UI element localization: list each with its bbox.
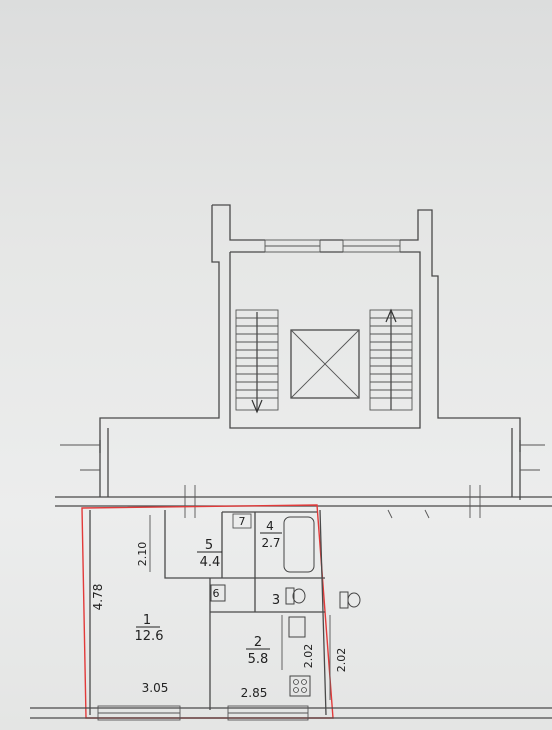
room-1-label: 1 12.6 — [135, 613, 164, 644]
room-5-label: 5 4.4 — [197, 538, 222, 570]
svg-text:2: 2 — [254, 635, 262, 650]
room-4-label: 4 2.7 — [260, 519, 282, 550]
stair-flight-right — [369, 308, 413, 411]
bathtub-icon — [283, 516, 315, 573]
stair-arrow-up-icon — [385, 308, 397, 323]
dimension-hall-height: 2.10 — [136, 542, 149, 567]
sink-icon — [210, 584, 226, 602]
corridor-edge — [60, 444, 545, 471]
svg-text:1: 1 — [143, 613, 151, 628]
dimension-room1-width: 3.05 — [142, 681, 169, 695]
room7-fixture — [232, 513, 252, 529]
dimension-kitchen-inner: 2.02 — [302, 644, 315, 669]
svg-text:5: 5 — [205, 538, 213, 553]
apartment: 1 12.6 2 5.8 3 4 2.7 5 4.4 6 7 4.78 — [30, 504, 552, 721]
stairwell-outer-wall — [99, 204, 521, 453]
elevator-shaft-icon — [290, 329, 360, 399]
dimension-lines — [149, 515, 331, 700]
svg-text:4: 4 — [266, 519, 274, 533]
kitchen-sink-icon — [288, 616, 306, 638]
toilet-icon — [285, 587, 306, 605]
dimension-kitchen-outer: 2.02 — [335, 648, 348, 673]
room-2-label: 2 5.8 — [246, 635, 270, 667]
svg-text:4.4: 4.4 — [200, 555, 221, 570]
svg-text:2.7: 2.7 — [261, 536, 280, 550]
svg-text:3: 3 — [272, 593, 280, 608]
dimension-left-height: 4.78 — [91, 584, 105, 611]
stairwell-window — [264, 239, 401, 253]
stove-icon — [289, 675, 311, 697]
apartment-window — [30, 705, 552, 721]
svg-text:12.6: 12.6 — [135, 629, 164, 644]
room-3-label: 3 — [272, 593, 280, 608]
corridor-wall — [99, 428, 521, 500]
facade-wall — [55, 485, 552, 519]
apartment-walls — [89, 509, 327, 716]
svg-text:7: 7 — [239, 515, 246, 528]
room-6-label: 6 — [213, 587, 220, 600]
room-7-label: 7 — [239, 515, 246, 528]
stair-flight-left — [235, 309, 279, 414]
svg-text:6: 6 — [213, 587, 220, 600]
stairwell-inner-wall — [229, 251, 421, 429]
stair-arrow-down-icon — [251, 399, 263, 414]
neighbor-toilet-icon — [339, 591, 361, 609]
svg-text:5.8: 5.8 — [248, 652, 269, 667]
dimension-room2-width: 2.85 — [241, 686, 268, 700]
stairwell — [60, 204, 545, 500]
